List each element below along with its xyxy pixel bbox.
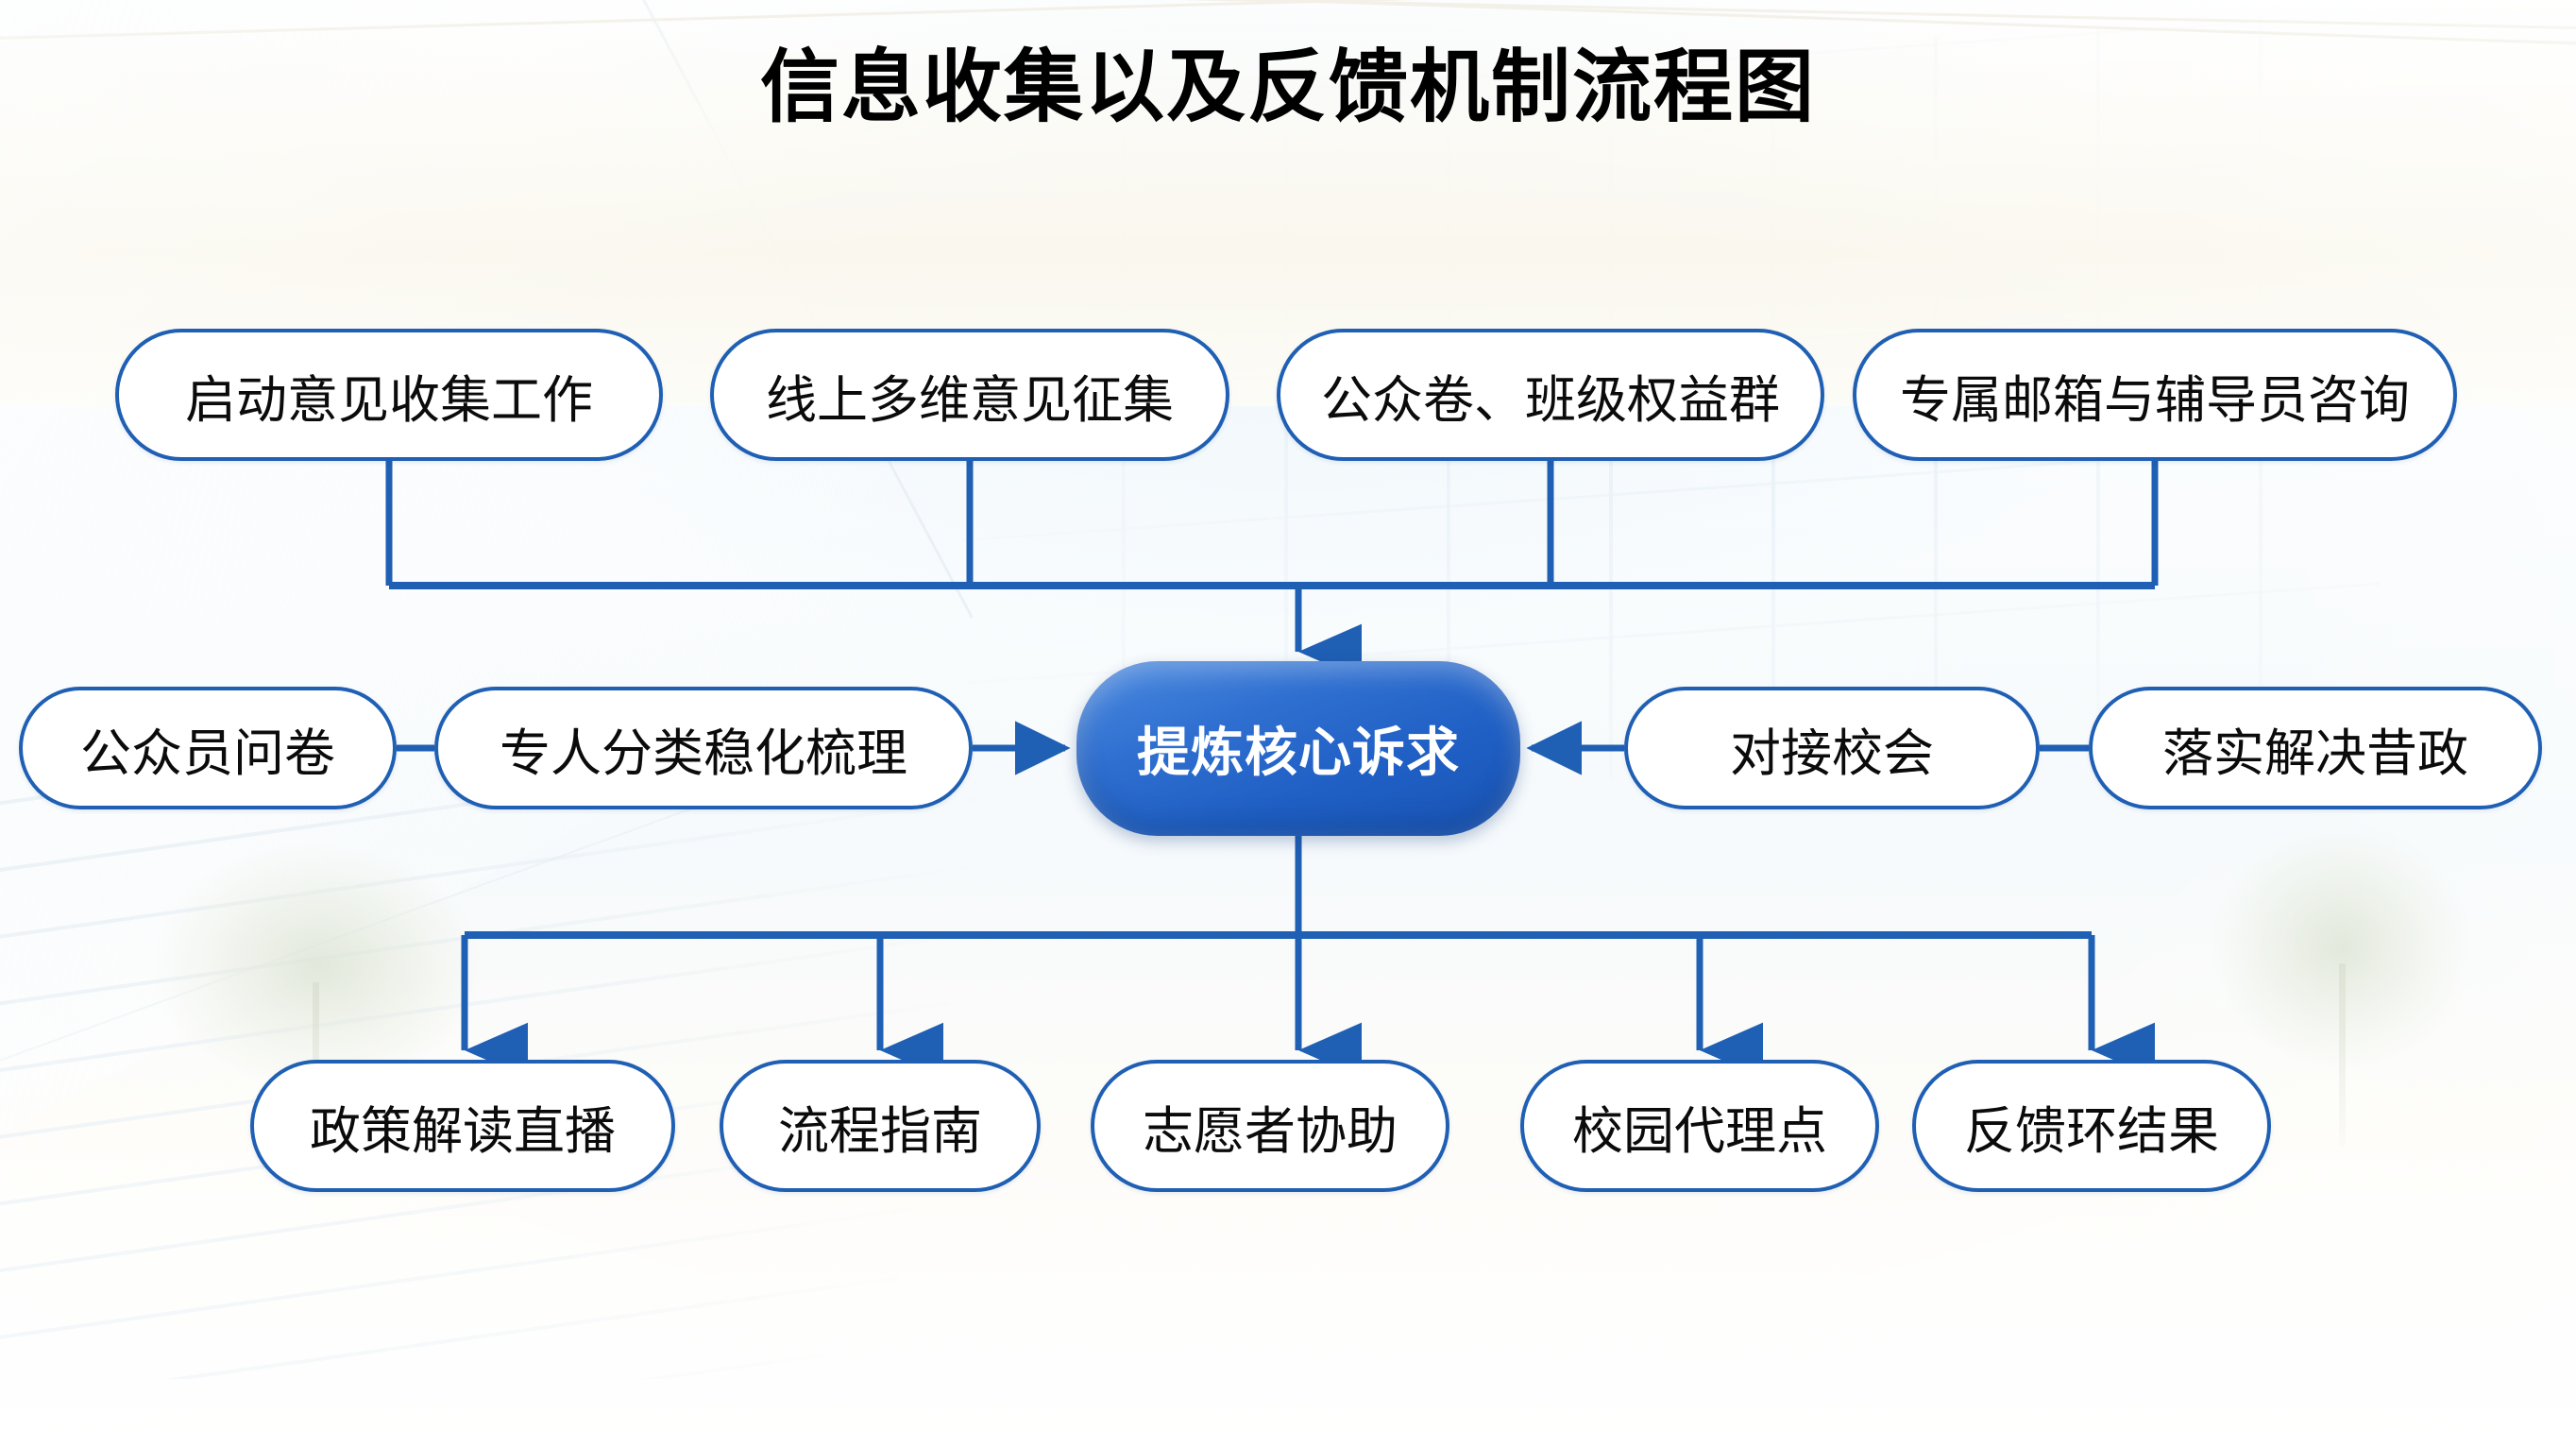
node-label: 志愿者协助 xyxy=(1143,1102,1398,1160)
node-policy-implement[interactable]: 落实解决昔政 xyxy=(2089,687,2542,809)
node-label: 线上多维意见征集 xyxy=(766,371,1174,429)
edge-row3-drops xyxy=(461,935,2156,1079)
page-title: 信息收集以及反馈机制流程图 xyxy=(759,43,1816,131)
node-label: 反馈环结果 xyxy=(1964,1102,2219,1160)
background-floor-seam xyxy=(0,0,2576,33)
node-volunteer-help[interactable]: 志愿者协助 xyxy=(1091,1060,1449,1192)
node-label: 公众员问卷 xyxy=(80,724,335,782)
node-public-class-group[interactable]: 公众卷、班级权益群 xyxy=(1277,329,1824,461)
background-wall-plane xyxy=(0,0,779,1101)
node-label: 启动意见收集工作 xyxy=(185,371,593,429)
node-label: 落实解决昔政 xyxy=(2162,724,2468,782)
node-label: 公众卷、班级权益群 xyxy=(1321,371,1780,429)
node-label: 提炼核心诉求 xyxy=(1137,723,1460,782)
node-online-multidim[interactable]: 线上多维意见征集 xyxy=(710,329,1229,461)
node-process-guide[interactable]: 流程指南 xyxy=(720,1060,1041,1192)
node-policy-livestream[interactable]: 政策解读直播 xyxy=(250,1060,675,1192)
node-core-demand-hub[interactable]: 提炼核心诉求 xyxy=(1076,661,1520,836)
node-label: 专属邮箱与辅导员咨询 xyxy=(1900,371,2410,429)
node-feedback-loop[interactable]: 反馈环结果 xyxy=(1912,1060,2271,1192)
node-start-collection[interactable]: 启动意见收集工作 xyxy=(115,329,663,461)
edge-row1-drops xyxy=(385,461,2159,586)
node-label: 政策解读直播 xyxy=(310,1102,616,1160)
node-campus-agent-point[interactable]: 校园代理点 xyxy=(1520,1060,1879,1192)
node-expert-sorting[interactable]: 专人分类稳化梳理 xyxy=(434,687,973,809)
node-label: 校园代理点 xyxy=(1572,1102,1827,1160)
background-floor-seam xyxy=(0,0,2576,43)
node-label: 对接校会 xyxy=(1730,724,1934,782)
node-school-union[interactable]: 对接校会 xyxy=(1624,687,2040,809)
node-mailbox-counselor[interactable]: 专属邮箱与辅导员咨询 xyxy=(1853,329,2457,461)
node-public-survey[interactable]: 公众员问卷 xyxy=(19,687,397,809)
background-ceiling-plane xyxy=(0,0,974,1142)
node-label: 流程指南 xyxy=(778,1102,982,1160)
node-label: 专人分类稳化梳理 xyxy=(500,724,907,782)
